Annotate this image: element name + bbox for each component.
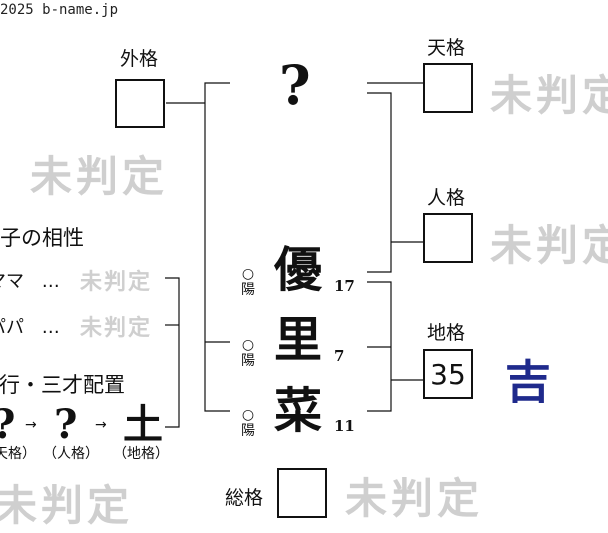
gaikaku-box — [115, 79, 165, 128]
papa-pending: 未判定 — [80, 315, 153, 341]
compat-bracket — [165, 277, 180, 428]
gogyou-arrow-2: → — [95, 417, 107, 433]
jinkaku-label: 人格 — [427, 187, 466, 209]
mama-pending: 未判定 — [80, 269, 153, 295]
gogyou-arrow-1: → — [25, 417, 37, 433]
surname-placeholder: ? — [279, 53, 311, 117]
gogyou-tenkaku-sub: （天格） — [0, 446, 36, 462]
gaikaku-pending: 未判定 — [30, 152, 169, 201]
gogyou-tenkaku-char: ? — [0, 405, 15, 445]
connector-lines — [165, 82, 423, 428]
tenkaku-pending: 未判定 — [490, 71, 608, 120]
tenkaku-box — [423, 63, 473, 113]
left-bracket-line — [204, 82, 230, 412]
compat-mama-row: ママ … — [0, 267, 60, 293]
compatibility-title: 親子の相性 — [0, 226, 84, 250]
tenkaku-label: 天格 — [427, 37, 466, 59]
mama-label: ママ — [0, 271, 24, 292]
gogyou-jinkaku-char: ? — [54, 401, 78, 448]
jinkaku-pending: 未判定 — [490, 221, 608, 270]
char1-strokes: 17 — [334, 277, 355, 295]
name-char-1: 優 — [274, 242, 323, 298]
compat-papa-row: パパ … — [0, 313, 60, 339]
chikaku-judgment: 吉 — [505, 355, 551, 409]
char2-strokes: 7 — [334, 347, 345, 365]
gogyou-chikaku-char: 土 — [123, 401, 163, 448]
gaikaku-label: 外格 — [120, 48, 159, 70]
soukaku-label: 総格 — [225, 487, 264, 509]
name-char-2: 里 — [274, 312, 323, 368]
soukaku-pending: 未判定 — [345, 474, 484, 523]
chikaku-box: 35 — [423, 349, 473, 399]
char3-strokes: 11 — [334, 417, 355, 435]
gogyou-chikaku-sub: （地格） — [113, 446, 169, 462]
name-char-3: 菜 — [274, 383, 323, 439]
char3-yinyang: ○陽 — [241, 407, 255, 439]
copyright-text: 2025 b-name.jp — [0, 2, 119, 18]
char2-yinyang: ○陽 — [241, 337, 255, 369]
papa-dots: … — [41, 317, 60, 338]
mama-dots: … — [41, 271, 60, 292]
bottom-left-pending: 未判定 — [0, 481, 134, 530]
jinkaku-box — [423, 213, 473, 263]
gogyou-title: 五行・三才配置 — [0, 373, 125, 397]
chikaku-label: 地格 — [427, 322, 466, 344]
char1-yinyang: ○陽 — [241, 266, 255, 298]
gogyou-jinkaku-sub: （人格） — [43, 446, 99, 462]
papa-label: パパ — [0, 317, 24, 338]
soukaku-box — [277, 468, 327, 518]
jinkaku-bracket — [367, 92, 392, 273]
